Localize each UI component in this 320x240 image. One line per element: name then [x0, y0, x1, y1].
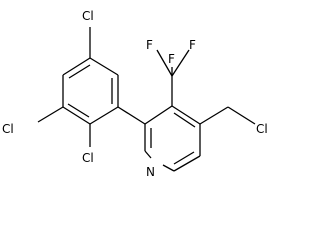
bond-ph-cl-left	[37, 106, 64, 123]
atom-label-f-left: F	[146, 38, 153, 52]
bond-ph-c4-c5-inner	[68, 64, 91, 79]
bond-ph-c1-c2	[89, 106, 119, 125]
bonds	[37, 27, 256, 172]
bond-c4-ch2	[199, 106, 229, 125]
bond-ph-c2-c3	[62, 106, 91, 125]
bond-ring-c3-c4-inner	[173, 112, 196, 128]
bond-ring-n-c2	[144, 150, 152, 159]
bond-ring-c5-c6	[173, 155, 201, 172]
atom-labels: Cl Cl Cl F F F Cl N	[2, 9, 268, 179]
bond-ring-c2-c3	[144, 105, 173, 125]
chemical-structure-diagram: Cl Cl Cl F F F Cl N	[2, 9, 268, 179]
bond-biaryl	[117, 106, 146, 125]
atom-label-f-right: F	[189, 38, 196, 52]
atom-label-cl-bottom: Cl	[82, 151, 94, 165]
bond-ph-c5-c6	[89, 57, 119, 76]
atom-label-cl-left: Cl	[2, 122, 14, 136]
bond-ph-c4-c5	[62, 57, 91, 76]
bond-ring-c5-c6-inner	[173, 151, 195, 165]
atom-label-cl-top: Cl	[82, 9, 94, 23]
atom-label-n-pyridine: N	[146, 165, 155, 179]
bond-ring-c3-c4	[171, 105, 201, 125]
bond-ch2-cl	[227, 106, 256, 125]
atom-label-f-bottom: F	[168, 52, 175, 66]
bond-ring-c6-n	[162, 164, 175, 172]
bond-cf3-f-left	[156, 49, 173, 77]
atom-label-cl-chloromethyl: Cl	[256, 122, 268, 136]
bond-ph-c2-c3-inner	[67, 103, 90, 118]
bond-cf3-f-right	[171, 49, 190, 77]
